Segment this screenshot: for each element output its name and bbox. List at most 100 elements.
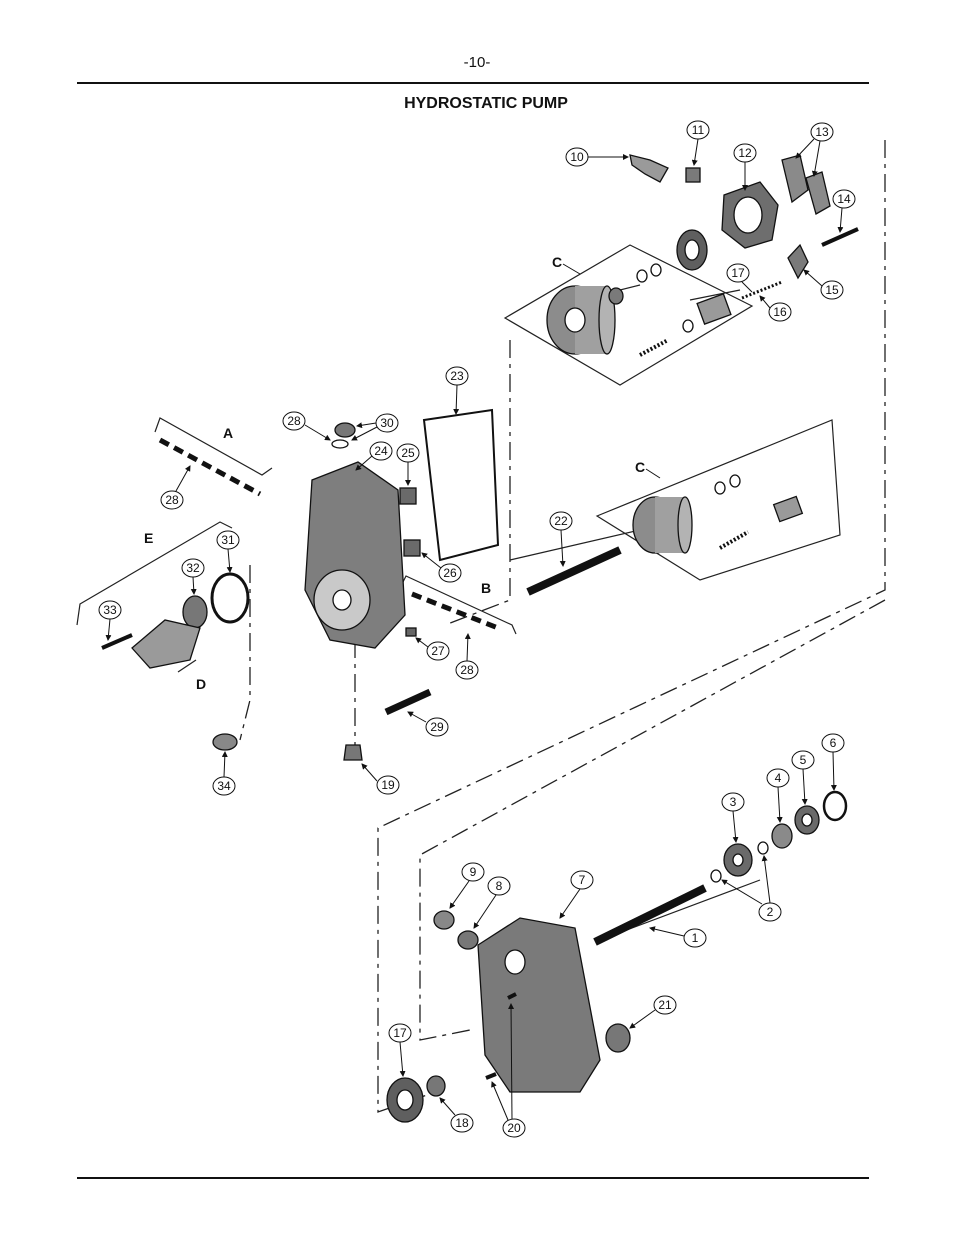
washer-28-top bbox=[331, 439, 349, 449]
lower-housing-group bbox=[386, 790, 848, 1123]
bushing-18 bbox=[426, 1075, 446, 1097]
page-title: HYDROSTATIC PUMP bbox=[404, 95, 568, 112]
callout-26: 26 bbox=[421, 552, 462, 583]
label-a: A bbox=[223, 425, 233, 441]
washer-2b bbox=[757, 841, 769, 855]
callout-6: 6 bbox=[821, 733, 845, 791]
plug-30 bbox=[334, 422, 356, 438]
svg-text:18: 18 bbox=[455, 1116, 469, 1130]
snap-ring-6 bbox=[822, 790, 848, 822]
svg-text:9: 9 bbox=[470, 865, 477, 879]
callout-20: 20 bbox=[491, 1003, 526, 1138]
svg-text:21: 21 bbox=[658, 998, 672, 1012]
bushing-26 bbox=[403, 539, 421, 557]
gasket-23 bbox=[422, 408, 500, 562]
callout-13: 13 bbox=[795, 122, 834, 177]
cover-plate bbox=[131, 619, 201, 669]
screw-33 bbox=[101, 633, 133, 650]
bracket-e bbox=[76, 521, 233, 626]
bracket-d bbox=[177, 659, 197, 673]
svg-text:2: 2 bbox=[767, 905, 774, 919]
callout-3: 3 bbox=[721, 792, 745, 843]
output-shaft-1 bbox=[593, 884, 707, 946]
callout-28-right: 28 bbox=[455, 633, 479, 680]
svg-text:4: 4 bbox=[775, 771, 782, 785]
callout-7: 7 bbox=[559, 870, 594, 919]
label-c-upper: C bbox=[552, 254, 562, 270]
callout-29: 29 bbox=[407, 711, 449, 737]
svg-text:14: 14 bbox=[837, 192, 851, 206]
callout-21: 21 bbox=[629, 995, 677, 1029]
svg-text:22: 22 bbox=[554, 514, 568, 528]
svg-text:16: 16 bbox=[773, 305, 787, 319]
callout-9: 9 bbox=[449, 862, 485, 909]
callout-15: 15 bbox=[803, 269, 844, 300]
washer-2a bbox=[710, 869, 722, 883]
callout-31: 31 bbox=[216, 530, 240, 573]
svg-text:10: 10 bbox=[570, 150, 584, 164]
callout-1: 1 bbox=[649, 926, 707, 948]
header-rule bbox=[77, 82, 869, 84]
callout-33: 33 bbox=[98, 600, 122, 641]
svg-text:30: 30 bbox=[380, 416, 394, 430]
svg-text:33: 33 bbox=[103, 603, 117, 617]
fitting-19 bbox=[343, 744, 363, 761]
svg-text:27: 27 bbox=[431, 644, 445, 658]
label-d: D bbox=[196, 676, 206, 692]
pin-20b bbox=[485, 1072, 497, 1080]
oring-31 bbox=[210, 572, 250, 624]
callout-27: 27 bbox=[415, 637, 450, 661]
bracket-c-lower bbox=[595, 419, 841, 581]
fitting-21 bbox=[605, 1023, 631, 1053]
callout-23: 23 bbox=[445, 366, 469, 415]
callout-8: 8 bbox=[473, 876, 511, 929]
callout-32: 32 bbox=[181, 558, 205, 595]
svg-text:6: 6 bbox=[830, 736, 837, 750]
callouts: 1 2 3 4 5 bbox=[98, 120, 856, 1138]
pin-14 bbox=[821, 227, 859, 247]
group-brackets bbox=[76, 244, 841, 941]
seal-4 bbox=[771, 823, 793, 849]
input-shaft-22 bbox=[526, 546, 622, 596]
label-b: B bbox=[481, 580, 491, 596]
svg-text:29: 29 bbox=[430, 720, 444, 734]
plug-27 bbox=[405, 627, 417, 637]
callout-24: 24 bbox=[355, 441, 393, 471]
callout-5: 5 bbox=[791, 750, 815, 805]
bolt-29 bbox=[384, 688, 432, 716]
callout-11: 11 bbox=[686, 120, 710, 166]
housing-7 bbox=[477, 917, 601, 1093]
callout-28-top: 28 bbox=[282, 411, 331, 441]
spring-16 bbox=[741, 280, 783, 300]
svg-text:26: 26 bbox=[443, 566, 457, 580]
svg-text:34: 34 bbox=[217, 779, 231, 793]
control-lever bbox=[629, 154, 669, 183]
svg-text:31: 31 bbox=[221, 533, 235, 547]
slot-guide-15 bbox=[787, 243, 809, 280]
svg-text:5: 5 bbox=[800, 753, 807, 767]
svg-text:8: 8 bbox=[496, 879, 503, 893]
svg-text:7: 7 bbox=[579, 873, 586, 887]
callout-34: 34 bbox=[212, 751, 236, 796]
callout-4: 4 bbox=[766, 768, 790, 823]
block-11 bbox=[685, 167, 701, 183]
callout-17-upper: 17 bbox=[726, 263, 753, 293]
upper-swashplate-group bbox=[546, 154, 859, 357]
seal-34 bbox=[212, 733, 238, 751]
svg-text:13: 13 bbox=[815, 125, 829, 139]
svg-text:24: 24 bbox=[374, 444, 388, 458]
bushing-8 bbox=[457, 930, 479, 950]
callout-19: 19 bbox=[361, 763, 400, 795]
svg-text:19: 19 bbox=[381, 778, 395, 792]
svg-text:28: 28 bbox=[287, 414, 301, 428]
callout-25: 25 bbox=[396, 443, 420, 486]
callout-18: 18 bbox=[439, 1097, 474, 1133]
callout-22: 22 bbox=[549, 511, 573, 567]
svg-text:3: 3 bbox=[730, 795, 737, 809]
svg-text:23: 23 bbox=[450, 369, 464, 383]
pin-20a bbox=[507, 992, 517, 1000]
label-c-lower: C bbox=[635, 459, 645, 475]
svg-text:28: 28 bbox=[460, 663, 474, 677]
